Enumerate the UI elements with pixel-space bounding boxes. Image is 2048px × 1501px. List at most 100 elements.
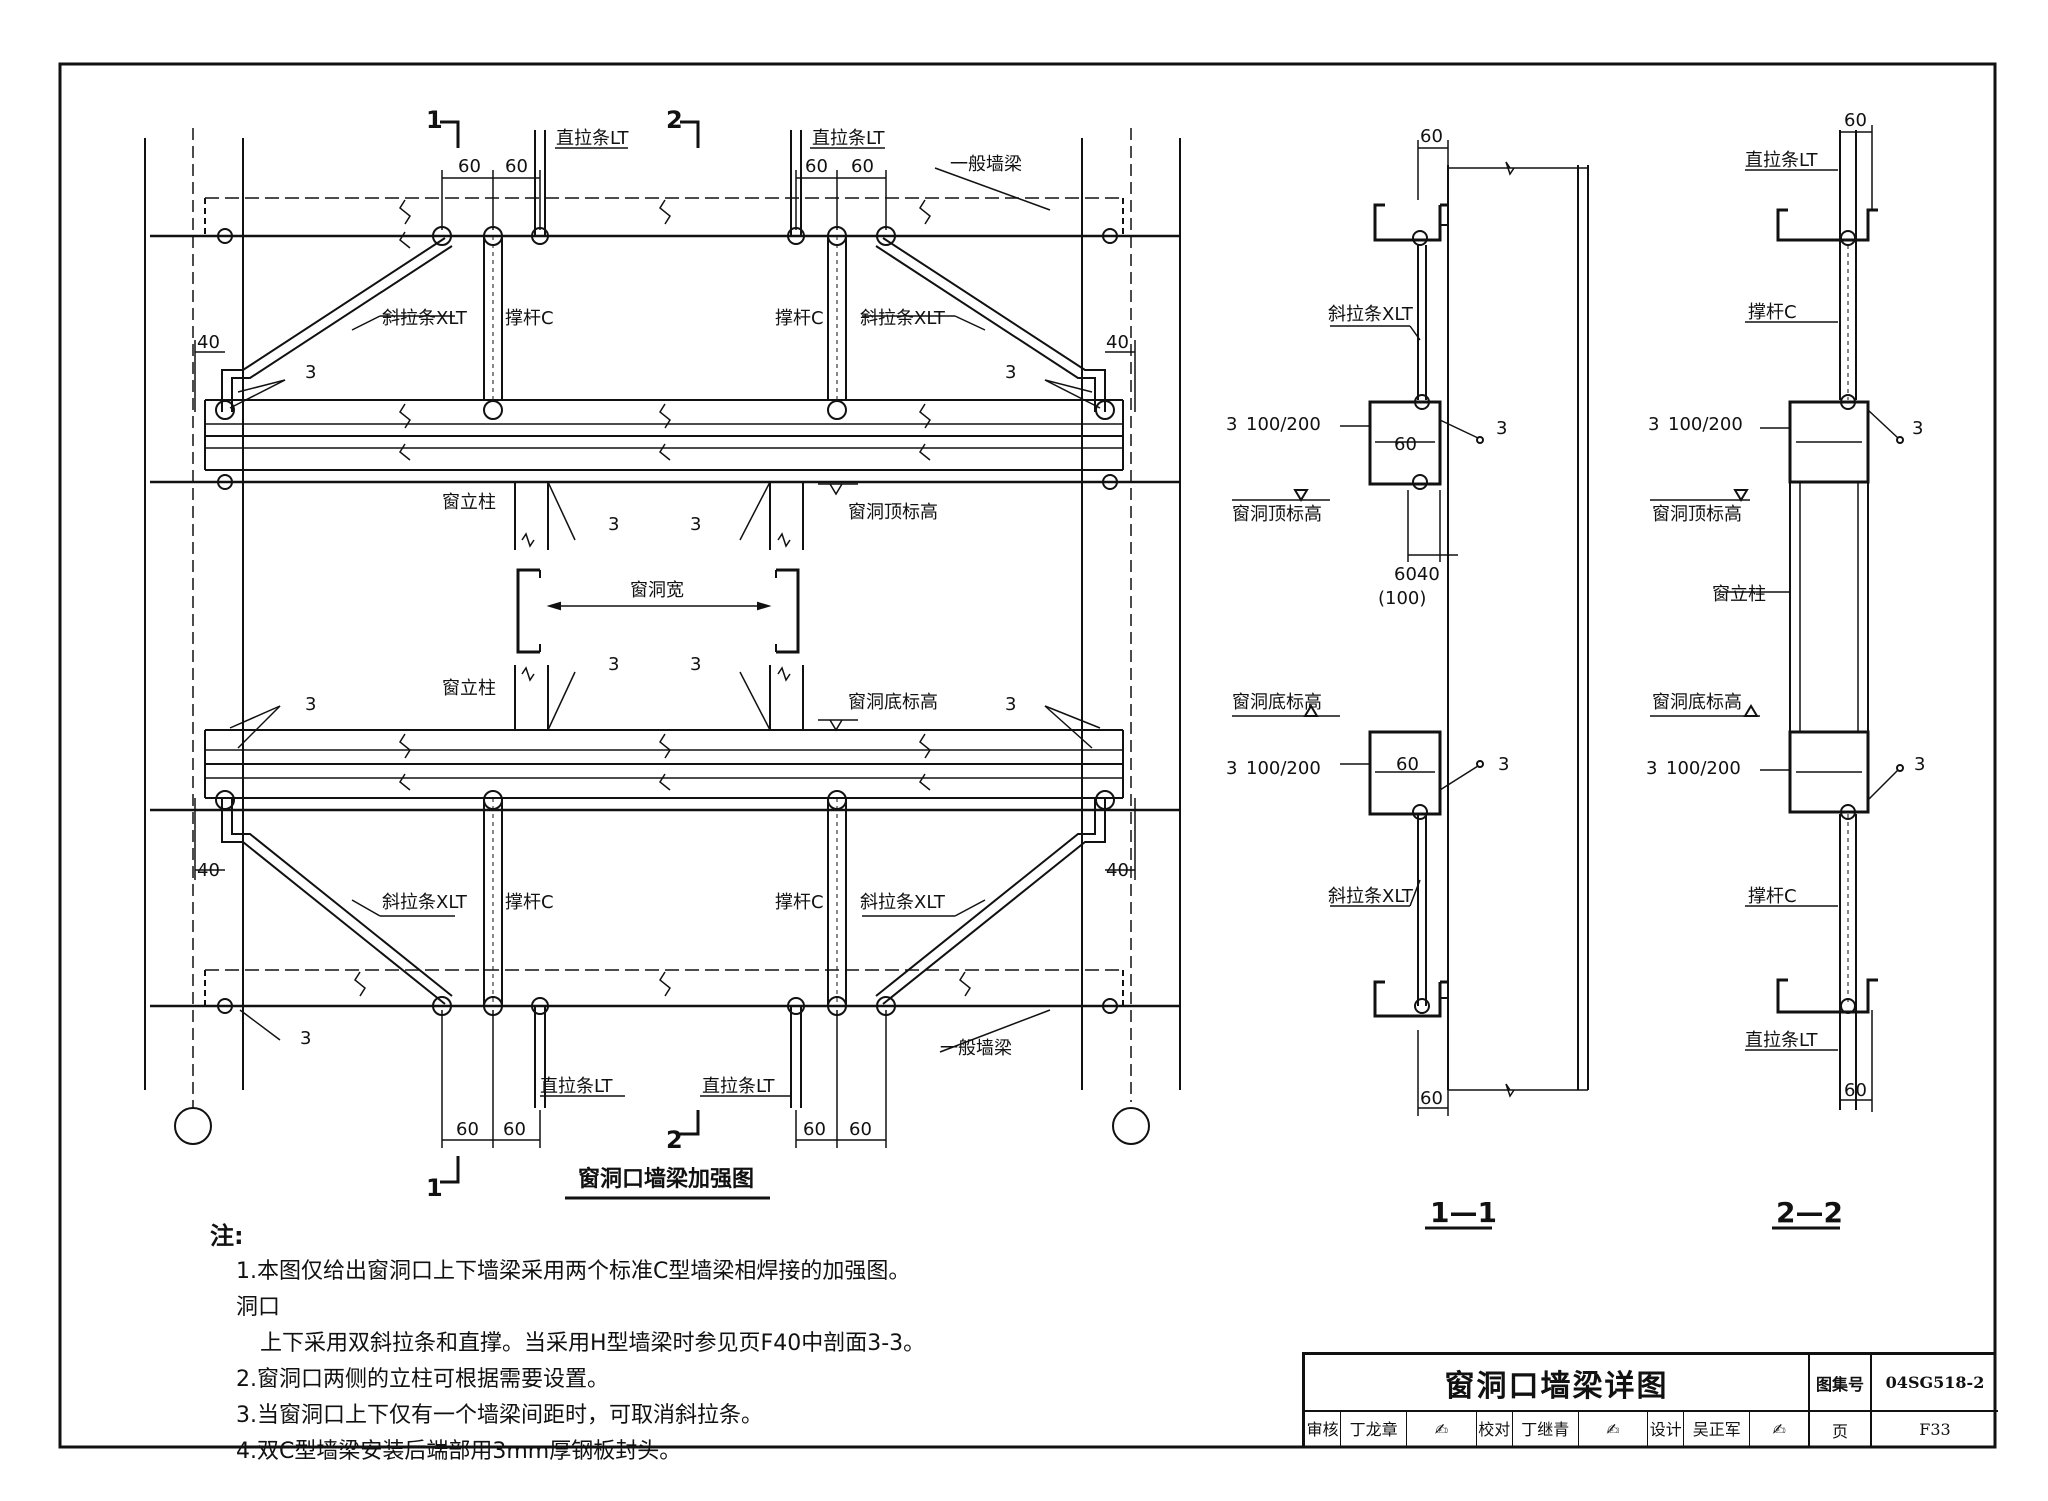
- s1-weld-spec-b: 100/200: [1246, 758, 1321, 779]
- direct-rods: [534, 130, 802, 1108]
- weld-3-d: 3: [1005, 694, 1016, 715]
- s2-label-window-post: 窗立柱: [1712, 584, 1766, 605]
- reviewer-name: 丁龙章: [1341, 1412, 1407, 1447]
- label-window-post-1: 窗立柱: [442, 492, 496, 513]
- label-lt-4: 直拉条LT: [702, 1076, 776, 1097]
- notes-block: 注: 1.本图仅给出窗洞口上下墙梁采用两个标准C型墙梁相焊接的加强图。洞口 上下…: [210, 1218, 930, 1470]
- checker-name: 丁继青: [1513, 1412, 1579, 1447]
- label-xlt-3: 斜拉条XLT: [382, 892, 468, 913]
- struts: [483, 235, 847, 1007]
- left-column: [144, 128, 244, 1145]
- diagonal-rods: [221, 237, 1106, 1005]
- main-view: [144, 120, 1181, 1200]
- main-dimensions: [194, 170, 1136, 1148]
- section-2-2-text: 60 60 直拉条LT 直拉条LT 撑杆C 撑杆C 窗洞顶标高 窗洞底标高 窗立…: [1646, 110, 1925, 1229]
- weld-3-i: 3: [690, 654, 701, 675]
- s2-weld-3-a: 3: [1648, 414, 1659, 435]
- dim-60-h: 60: [849, 1119, 872, 1140]
- designer-signature: ✍: [1772, 1420, 1786, 1439]
- s1-weld-spec-a: 100/200: [1246, 414, 1321, 435]
- s1-label-window-top: 窗洞顶标高: [1232, 504, 1322, 525]
- s1-weld-3-a: 3: [1226, 414, 1237, 435]
- section-mark-2-top: 2: [666, 106, 683, 134]
- weld-3-f: 3: [608, 514, 619, 535]
- label-strut-2: 撑杆C: [775, 308, 824, 329]
- s2-dim-60-bottom: 60: [1844, 1080, 1867, 1101]
- s2-label-window-top: 窗洞顶标高: [1652, 504, 1742, 525]
- s2-label-strut-top: 撑杆C: [1748, 302, 1797, 323]
- atlas-number: 04SG518-2: [1885, 1373, 1985, 1392]
- note-1b: 上下采用双斜拉条和直撑。当采用H型墙梁时参见页F40中剖面3-3。: [260, 1331, 926, 1356]
- note-4: 4.双C型墙梁安装后端部用3mm厚钢板封头。: [236, 1439, 682, 1464]
- checker-signature: ✍: [1579, 1412, 1649, 1447]
- section-mark-1-bottom: 1: [426, 1174, 443, 1202]
- section-mark-2-bottom: 2: [666, 1126, 683, 1154]
- label-general-beam-2: 一般墙梁: [940, 1038, 1012, 1059]
- right-column: [1081, 128, 1181, 1145]
- s2-weld-spec-a: 100/200: [1668, 414, 1743, 435]
- label-window-post-2: 窗立柱: [442, 678, 496, 699]
- label-lt-2: 直拉条LT: [812, 128, 886, 149]
- bolts: [215, 226, 1118, 1016]
- bottom-general-beam: [150, 969, 1180, 1008]
- break-marks: [354, 199, 971, 997]
- s2-weld-3-d: 3: [1914, 754, 1925, 775]
- window-posts: [514, 481, 804, 731]
- dim-40-c: 40: [197, 860, 220, 881]
- s2-label-lt-bottom: 直拉条LT: [1745, 1030, 1819, 1051]
- s2-label-window-bottom: 窗洞底标高: [1652, 692, 1742, 713]
- label-general-beam-1: 一般墙梁: [950, 154, 1022, 175]
- s1-weld-3-d: 3: [1498, 754, 1509, 775]
- label-window-width: 窗洞宽: [630, 580, 684, 601]
- s1-dim-60-top: 60: [1420, 126, 1443, 147]
- s1-dim-100: (100): [1378, 588, 1426, 609]
- label-lt-3: 直拉条LT: [540, 1076, 614, 1097]
- page-label: 页: [1831, 1421, 1848, 1441]
- title-block: 窗洞口墙梁详图 图集号 04SG518-2 审核 丁龙章 ✍ 校对 丁继青 ✍ …: [1302, 1352, 1998, 1447]
- design-label: 设计: [1648, 1412, 1685, 1447]
- section-mark-1-top: 1: [426, 106, 443, 134]
- label-xlt-4: 斜拉条XLT: [860, 892, 946, 913]
- label-lt-1: 直拉条LT: [556, 128, 630, 149]
- s1-label-xlt-top: 斜拉条XLT: [1328, 304, 1414, 325]
- review-label: 审核: [1305, 1412, 1342, 1447]
- s1-dim-6040: 6040: [1394, 564, 1440, 585]
- weld-3-c: 3: [305, 694, 316, 715]
- dim-60-d: 60: [851, 156, 874, 177]
- sheet-frame: [58, 62, 1997, 1449]
- section-cut-marks: [440, 120, 700, 1184]
- section-2-2-title: 2—2: [1776, 1196, 1843, 1229]
- notes-head: 注:: [210, 1222, 244, 1250]
- weld-3-b: 3: [1005, 362, 1016, 383]
- dim-40-d: 40: [1106, 860, 1129, 881]
- dim-60-b: 60: [505, 156, 528, 177]
- label-strut-4: 撑杆C: [775, 892, 824, 913]
- top-general-beam: [150, 197, 1180, 238]
- level-marks: [818, 483, 858, 732]
- s1-dim-60-bottom: 60: [1420, 1088, 1443, 1109]
- page-number: F33: [1919, 1420, 1951, 1439]
- main-view-title: 窗洞口墙梁加强图: [578, 1166, 754, 1192]
- section-1-1-title: 1—1: [1430, 1196, 1497, 1229]
- label-window-bottom: 窗洞底标高: [848, 692, 938, 713]
- weld-3-a: 3: [305, 362, 316, 383]
- label-window-top: 窗洞顶标高: [848, 502, 938, 523]
- dim-60-g: 60: [803, 1119, 826, 1140]
- s2-label-lt-top: 直拉条LT: [1745, 150, 1819, 171]
- weld-3-h: 3: [608, 654, 619, 675]
- dim-60-f: 60: [503, 1119, 526, 1140]
- reviewer-signature: ✍: [1407, 1412, 1477, 1447]
- atlas-label: 图集号: [1815, 1374, 1864, 1394]
- s2-weld-3-b: 3: [1646, 758, 1657, 779]
- leaders: [229, 147, 1101, 1097]
- note-1a: 1.本图仅给出窗洞口上下墙梁采用两个标准C型墙梁相焊接的加强图。洞口: [236, 1259, 911, 1320]
- window-top-beam: [150, 399, 1180, 484]
- weld-3-e: 3: [300, 1028, 311, 1049]
- label-xlt-2: 斜拉条XLT: [860, 308, 946, 329]
- s1-weld-3-c: 3: [1496, 418, 1507, 439]
- s2-dim-60-top: 60: [1844, 110, 1867, 131]
- label-strut-3: 撑杆C: [505, 892, 554, 913]
- dim-60-c: 60: [805, 156, 828, 177]
- designer-name: 吴正军: [1684, 1412, 1751, 1447]
